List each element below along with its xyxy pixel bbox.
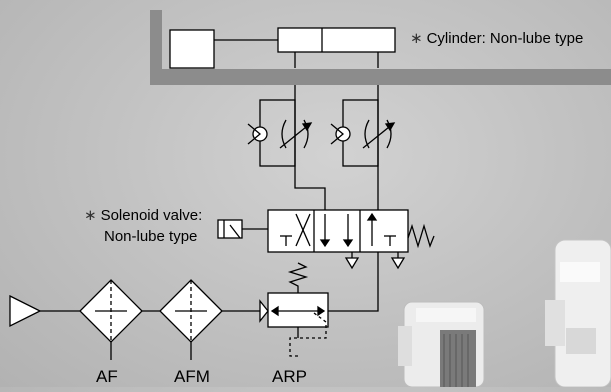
arp-label: ARP [272,367,307,386]
solenoid-marker: ∗ [84,207,97,224]
af-label: AF [96,367,118,386]
cylinder-label-text: Cylinder: Non-lube type [426,30,584,47]
afm-label: AFM [174,367,210,386]
cylinder-symbol [169,27,396,69]
cylinder-pipes [294,85,379,100]
cylinder-marker: ∗ [410,30,423,47]
afm-filter-symbol [159,279,223,360]
valve-pipes [294,166,379,210]
speed-controller-right [330,99,396,167]
solenoid-label-line1: ∗Solenoid valve: [84,206,202,224]
solenoid-label-line2: Non-lube type [104,228,198,245]
product-photo-left [398,301,485,388]
af-filter-symbol [79,279,143,360]
solenoid-valve-symbol [217,209,435,270]
solenoid-label-text-1: Solenoid valve: [100,207,203,224]
speed-controller-left [247,99,313,167]
cylinder-mount-plate [150,10,611,85]
cylinder-label: ∗Cylinder: Non-lube type [410,29,583,47]
supply-line [328,252,379,312]
arp-regulator-symbol [259,262,329,357]
product-photo-right [545,239,611,388]
